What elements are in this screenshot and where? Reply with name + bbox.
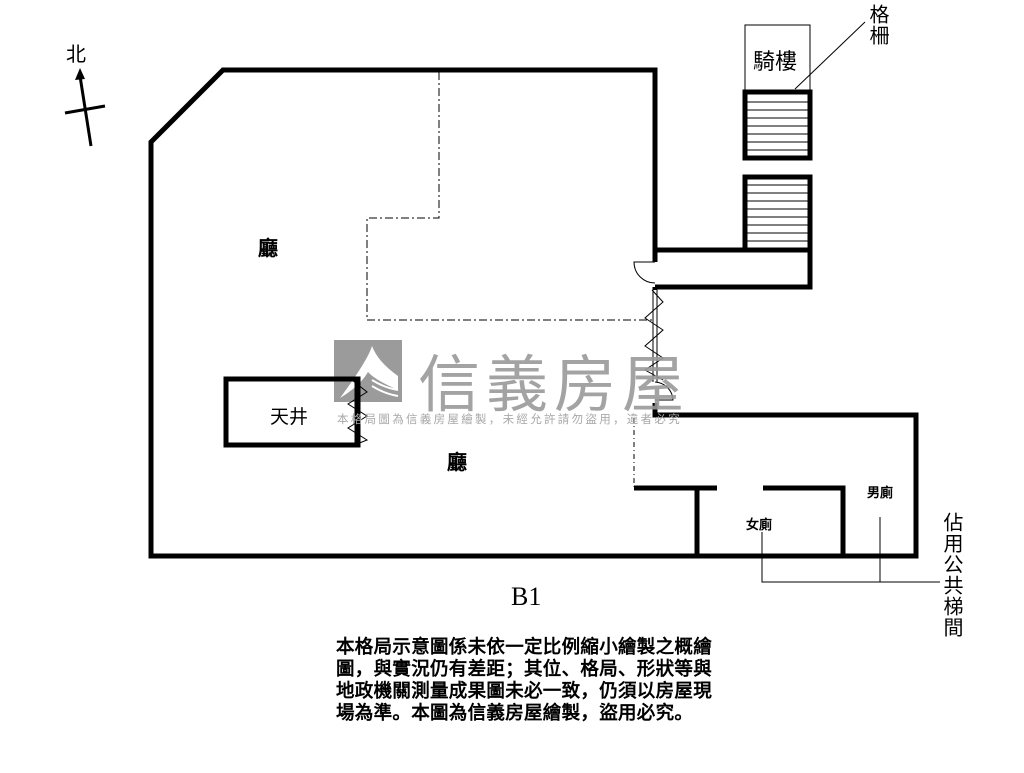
grille-upper [742,89,813,161]
floor-label: B1 [511,582,542,611]
door-upper-icon [633,261,656,284]
callout-public-stairwell: 佔用公共梯間 [940,512,964,638]
lightwell [223,376,369,448]
watermark-notice: 本格局圖為信義房屋繪製，未經允許請勿盜用，違者必究 [337,412,682,426]
exterior-walls [148,67,919,559]
compass-label: 北 [66,42,86,66]
watermark-logo-icon [334,340,402,402]
north-arrow-icon [64,68,106,147]
restroom-walls [634,485,846,556]
folding-door-right-icon [644,289,664,382]
room-label-hall-lower: 廳 [447,450,467,474]
room-label-hall-upper: 廳 [258,236,278,260]
arcade-area [744,24,811,93]
callout-grille: 格柵 [866,4,890,46]
door-lower-icon [654,381,674,401]
corridor-walls [655,247,813,290]
room-label-women-restroom: 女廁 [746,518,773,533]
disclaimer-note: 本格局示意圖係未依一定比例縮小繪製之概繪圖，與實況仍有差距；其位、格局、形狀等與… [336,637,713,724]
room-label-arcade: 騎樓 [753,50,798,75]
grille-lower [742,174,813,253]
boundary-line [366,72,652,321]
watermark-brand: 信義房屋 [418,348,691,421]
stairwell-leader-lines [761,517,940,583]
grille-leader-line [794,21,866,90]
room-label-lightwell: 天井 [270,406,309,428]
room-label-men-restroom: 男廁 [867,486,894,501]
